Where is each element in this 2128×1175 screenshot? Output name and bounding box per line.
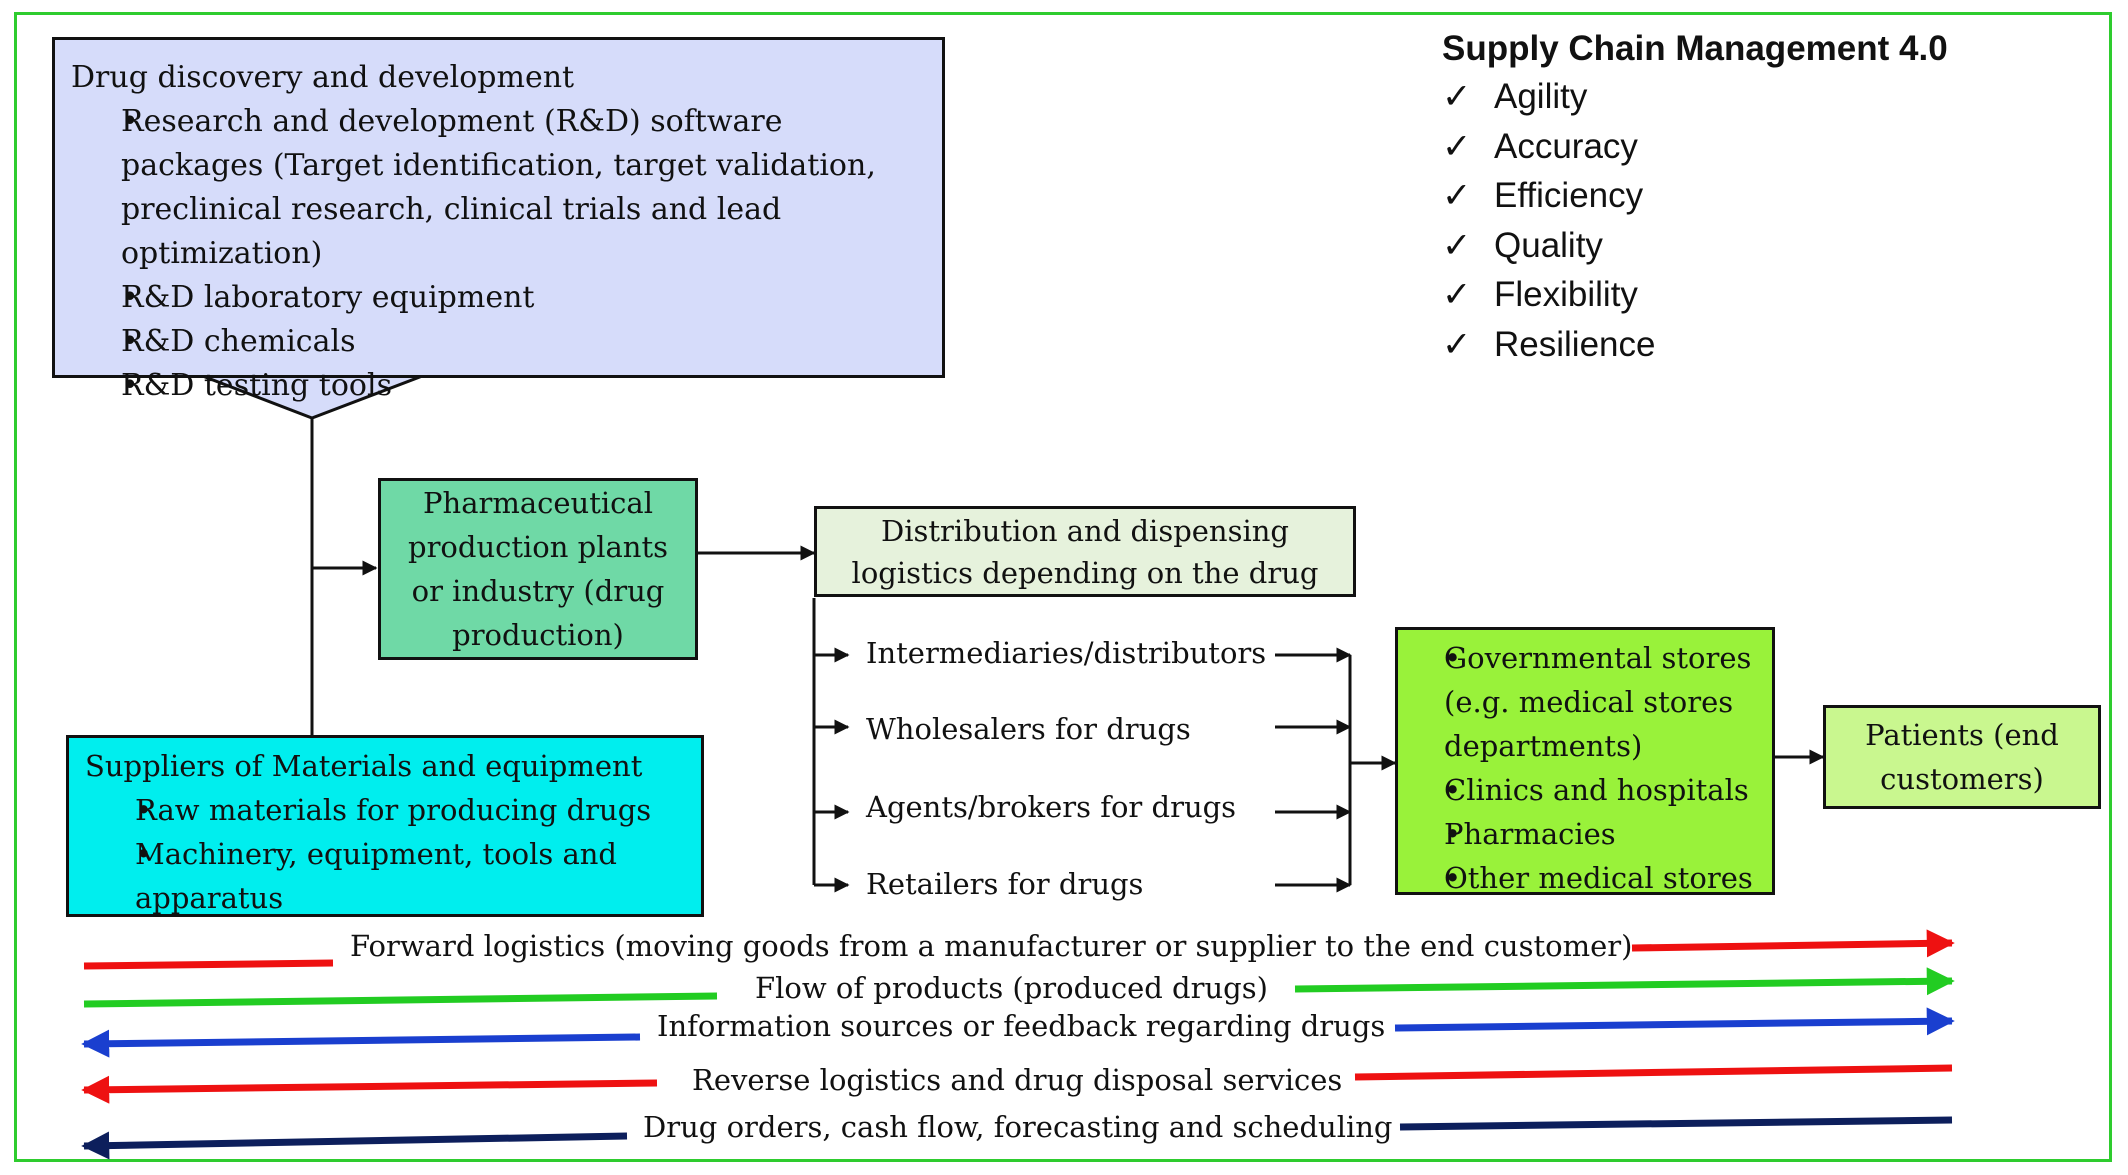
list-item: R&D testing tools	[71, 364, 926, 408]
list-item: ✓Agility	[1442, 72, 1962, 122]
check-icon: ✓	[1442, 126, 1472, 166]
channel-retailers: Retailers for drugs	[866, 867, 1144, 901]
flow-forward-right-arrow	[1631, 929, 1955, 958]
flow-information-left-arrow	[81, 1029, 641, 1058]
patients-box: Patients (end customers)	[1823, 705, 2101, 809]
list-item: ✓Quality	[1442, 221, 1962, 271]
drug-discovery-title: Drug discovery and development	[71, 60, 575, 95]
list-item: Clinics and hospitals	[1410, 768, 1764, 812]
flow-forward-left-line	[83, 959, 334, 970]
list-item: R&D laboratory equipment	[71, 276, 926, 320]
channel-wholesalers: Wholesalers for drugs	[866, 712, 1191, 746]
flow-information-label: Information sources or feedback regardin…	[657, 1009, 1386, 1043]
stores-list: Governmental stores (e.g. medical stores…	[1410, 636, 1764, 900]
stores-box: Governmental stores (e.g. medical stores…	[1395, 627, 1775, 900]
list-item: Machinery, equipment, tools and apparatu…	[85, 832, 687, 920]
list-item: ✓Accuracy	[1442, 122, 1962, 172]
scm-title: Supply Chain Management 4.0	[1442, 29, 1948, 68]
list-item: ✓Flexibility	[1442, 270, 1962, 320]
list-item: R&D chemicals	[71, 320, 926, 364]
flow-orders-left-arrow	[81, 1131, 628, 1160]
diagram-frame	[14, 12, 2112, 1162]
check-icon: ✓	[1442, 77, 1472, 116]
check-icon: ✓	[1442, 275, 1472, 314]
suppliers-title: Suppliers of Materials and equipment	[85, 749, 643, 783]
flow-information-right-arrow	[1394, 1007, 1955, 1036]
check-icon: ✓	[1442, 324, 1472, 364]
flow-products-right-arrow	[1294, 967, 1955, 996]
list-item: ✓Efficiency	[1442, 171, 1962, 221]
flow-forward-label: Forward logistics (moving goods from a m…	[350, 929, 1633, 963]
flow-reverse-right-line	[1354, 1064, 1953, 1081]
flow-products-label: Flow of products (produced drugs)	[755, 971, 1268, 1005]
flow-products-left-line	[83, 992, 718, 1008]
channel-intermediaries: Intermediaries/distributors	[866, 636, 1267, 670]
list-item: Raw materials for producing drugs	[85, 788, 687, 832]
flow-reverse-label: Reverse logistics and drug disposal serv…	[692, 1063, 1343, 1097]
check-icon: ✓	[1442, 176, 1472, 215]
list-item: ✓Resilience	[1442, 320, 1962, 370]
flow-orders-right-line	[1399, 1116, 1953, 1131]
distribution-label: Distribution and dispensing logistics de…	[851, 513, 1319, 590]
drug-discovery-list: Research and development (R&D) software …	[71, 100, 926, 408]
distribution-box: Distribution and dispensing logistics de…	[814, 506, 1356, 597]
list-item: Pharmacies	[1410, 812, 1764, 856]
check-icon: ✓	[1442, 225, 1472, 265]
flow-reverse-left-arrow	[81, 1075, 658, 1104]
production-label: Pharmaceutical production plants or indu…	[408, 486, 668, 652]
patients-label: Patients (end customers)	[1865, 718, 2059, 796]
list-item: Governmental stores (e.g. medical stores…	[1410, 636, 1764, 768]
scm-panel: Supply Chain Management 4.0 ✓Agility ✓Ac…	[1442, 26, 1962, 369]
channel-agents: Agents/brokers for drugs	[866, 790, 1237, 824]
production-box: Pharmaceutical production plants or indu…	[378, 478, 698, 660]
list-item: Other medical stores	[1410, 856, 1764, 900]
suppliers-list: Raw materials for producing drugs Machin…	[85, 788, 687, 920]
drug-discovery-box: Drug discovery and development Research …	[52, 37, 945, 408]
suppliers-box: Suppliers of Materials and equipment Raw…	[66, 735, 704, 917]
scm-checklist: ✓Agility ✓Accuracy ✓Efficiency ✓Quality …	[1442, 72, 1962, 369]
flow-orders-label: Drug orders, cash flow, forecasting and …	[643, 1110, 1393, 1144]
list-item: Research and development (R&D) software …	[71, 100, 926, 276]
